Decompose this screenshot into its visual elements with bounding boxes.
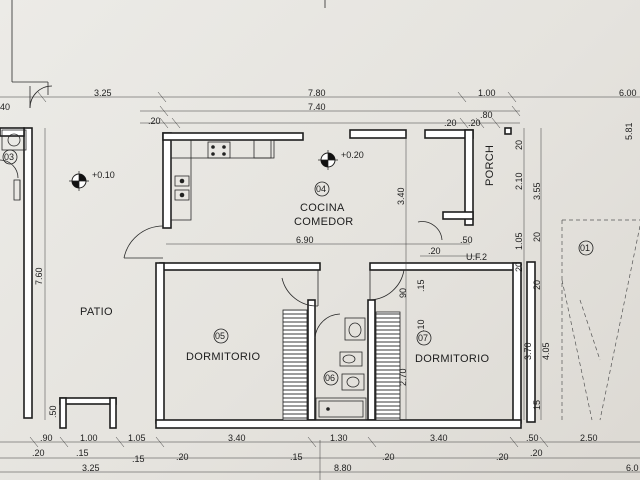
room-label-porch: PORCH: [484, 145, 496, 186]
room-label-dormitorio-left: DORMITORIO: [186, 351, 260, 363]
dim-v-370: 3.70: [523, 342, 533, 360]
dim-top-100: 1.00: [478, 88, 496, 98]
closets: [282, 309, 401, 421]
dim-v-760: 7.60: [34, 267, 44, 285]
room-number-07: 07: [418, 333, 428, 343]
dim-mid-20: .20: [428, 246, 441, 256]
dim-mid-690: 6.90: [296, 235, 314, 245]
room-number-01: 01: [580, 243, 590, 253]
dim-bot-15a: .15: [76, 448, 89, 458]
dim-v-15b: .15: [416, 279, 426, 292]
room-number-04: 04: [316, 184, 326, 194]
room-labels: PATIO COCINA COMEDOR PORCH DORMITORIO DO…: [80, 145, 496, 365]
room-label-cocina: COCINA: [300, 202, 345, 214]
dim-v-20d: 20: [532, 280, 542, 290]
dim-v-20a: 20: [514, 140, 524, 150]
dim-bot-340b: 3.40: [430, 433, 448, 443]
dim-bot-90: .90: [40, 433, 53, 443]
dim-mid-50: .50: [460, 235, 473, 245]
doors: [0, 159, 443, 339]
dim-bot-20c: .20: [382, 452, 395, 462]
unit-label-uf2: U.F.2: [466, 252, 487, 262]
dim-top-40: 40: [0, 102, 10, 112]
room-number-05: 05: [215, 331, 225, 341]
dim-bot-15c: .15: [290, 452, 303, 462]
dim-bot-20a: .20: [32, 448, 45, 458]
dim-v-50: .50: [48, 405, 58, 418]
dim-right-581: 5.81: [624, 122, 634, 140]
dim-v-105: 1.05: [514, 232, 524, 250]
dim-bot-15b: .15: [132, 454, 145, 464]
room-number-circles: [2, 149, 594, 386]
level-cocina: +0.20: [341, 150, 364, 160]
kitchen-counter: [170, 139, 275, 221]
dim-top-600: 6.00: [619, 88, 637, 98]
bottom-dimension-lines: [0, 436, 640, 480]
dim-bot-880: 8.80: [334, 463, 352, 473]
dim-bot-600: 6.0: [626, 463, 639, 473]
bathroom-fixtures: [315, 317, 367, 421]
patio-fixtures: [1, 129, 27, 201]
top-dimension-lines: [0, 91, 640, 129]
room-label-comedor: COMEDOR: [294, 216, 354, 228]
dim-bot-100: 1.00: [80, 433, 98, 443]
dim-bot-50: .50: [526, 433, 539, 443]
dim-top-20a: .20: [148, 116, 161, 126]
dim-bot-340a: 3.40: [228, 433, 246, 443]
dim-v-20b: 20: [532, 232, 542, 242]
level-patio: +0.10: [92, 170, 115, 180]
walls: [0, 127, 536, 429]
dim-bot-325: 3.25: [82, 463, 100, 473]
dim-v-20c: 20: [514, 262, 524, 272]
dim-v-270: 2.70: [398, 368, 408, 386]
dim-bot-250: 2.50: [580, 433, 598, 443]
dim-v-340: 3.40: [396, 187, 406, 205]
dimension-labels: 3.25 7.80 1.00 6.00 7.40 .20 .20 .80 .20…: [0, 88, 639, 473]
dim-top-20b: .20: [444, 118, 457, 128]
right-garage-area: [561, 219, 640, 421]
interior-dimension-lines: [44, 128, 542, 420]
dim-bot-130: 1.30: [330, 433, 348, 443]
dim-top-780: 7.80: [308, 88, 326, 98]
room-number-03: 03: [4, 152, 14, 162]
dim-top-325: 3.25: [94, 88, 112, 98]
neighbor-structure: [11, 0, 326, 109]
dim-v-355: 3.55: [532, 182, 542, 200]
dim-v-15a: 15: [532, 400, 542, 410]
dim-bot-20d: .20: [496, 452, 509, 462]
room-label-dormitorio-right: DORMITORIO: [415, 353, 489, 365]
dim-v-405: 4.05: [541, 342, 551, 360]
dim-v-90: 90: [398, 288, 408, 298]
dim-bot-20e: .20: [530, 448, 543, 458]
room-number-06: 06: [325, 373, 335, 383]
dim-top-80: .80: [480, 110, 493, 120]
dim-v-10: .10: [416, 319, 426, 332]
room-label-patio: PATIO: [80, 306, 113, 318]
dim-bot-105: 1.05: [128, 433, 146, 443]
level-labels: +0.10 +0.20: [92, 150, 364, 180]
dim-v-210: 2.10: [514, 172, 524, 190]
level-markers: [69, 150, 338, 191]
dim-top-740: 7.40: [308, 102, 326, 112]
room-number-labels: 03 04 05 06 07 01: [4, 152, 590, 383]
dim-top-20c: .20: [468, 118, 481, 128]
dim-bot-20b: .20: [176, 452, 189, 462]
